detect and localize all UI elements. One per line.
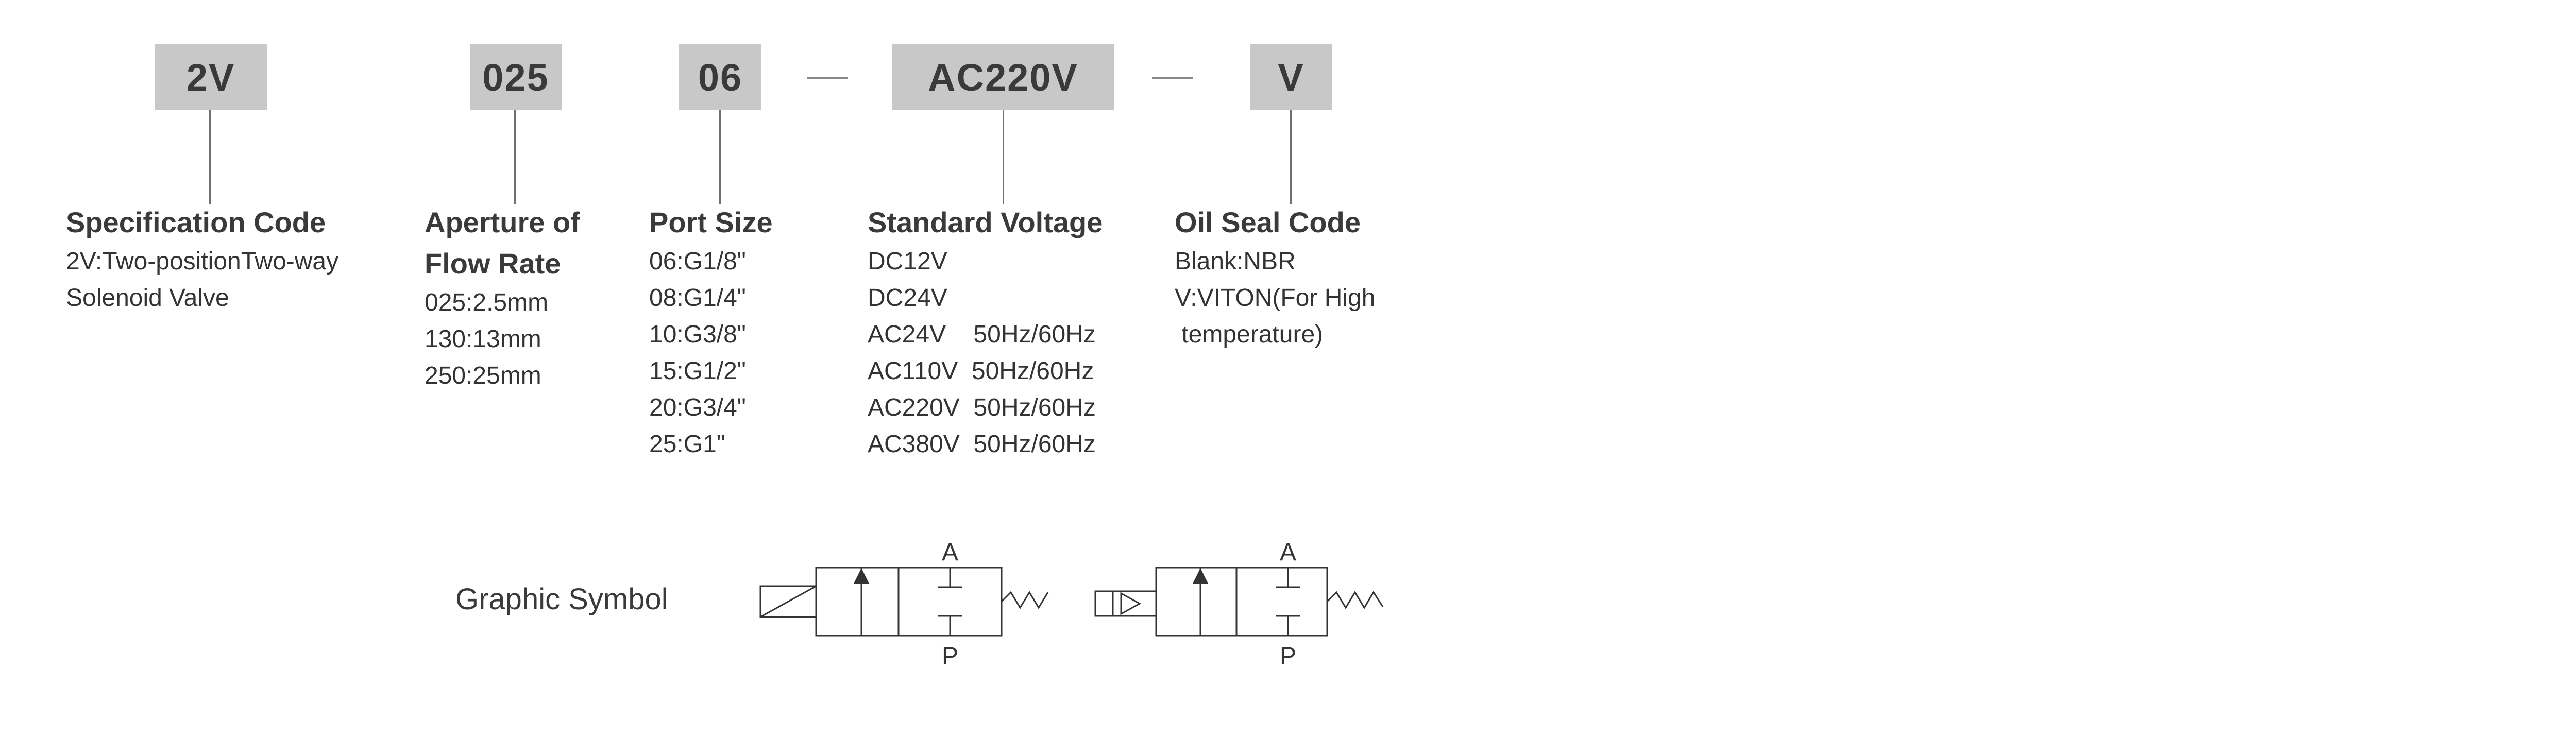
column-line: 2V:Two-positionTwo-way <box>66 248 339 275</box>
port-label-a: A <box>1280 539 1296 566</box>
port-label-p: P <box>1280 643 1296 670</box>
aperture-column: Aperture of Flow Rate 025:2.5mm 130:13mm… <box>425 202 580 394</box>
separator-dash <box>1152 77 1193 79</box>
code-label: 06 <box>698 56 743 99</box>
leader-line <box>719 110 721 204</box>
column-line: Solenoid Valve <box>66 284 229 312</box>
column-heading: Port Size <box>649 206 773 238</box>
code-box-voltage: AC220V <box>892 44 1114 110</box>
code-label: 2V <box>186 56 235 99</box>
column-heading: Oil Seal Code <box>1175 206 1361 238</box>
port-label-p: P <box>942 643 958 670</box>
leader-line <box>514 110 516 204</box>
column-heading: Aperture of <box>425 206 580 238</box>
valve-body <box>815 567 1003 637</box>
column-line: 250:25mm <box>425 362 541 389</box>
solenoid-pilot-actuator-icon <box>1094 590 1157 617</box>
separator-dash <box>807 77 848 79</box>
solenoid-actuator-icon <box>759 585 817 618</box>
column-line: DC24V <box>868 284 947 312</box>
column-line: AC110V 50Hz/60Hz <box>868 357 1094 385</box>
column-heading: Standard Voltage <box>868 206 1103 238</box>
voltage-column: Standard Voltage DC12V DC24V AC24V 50Hz/… <box>868 202 1103 462</box>
blocked-port-icon <box>938 568 962 636</box>
code-box-port: 06 <box>679 44 761 110</box>
column-line: AC220V 50Hz/60Hz <box>868 394 1096 421</box>
column-line: 06:G1/8" <box>649 248 746 275</box>
code-box-seal: V <box>1250 44 1332 110</box>
code-box-spec: 2V <box>155 44 267 110</box>
column-line: 025:2.5mm <box>425 289 549 316</box>
leader-line <box>209 110 211 204</box>
column-line: DC12V <box>868 248 947 275</box>
port-size-column: Port Size 06:G1/8" 08:G1/4" 10:G3/8" 15:… <box>649 202 773 462</box>
column-line: 130:13mm <box>425 325 541 353</box>
column-line: 20:G3/4" <box>649 394 746 421</box>
column-line: 15:G1/2" <box>649 357 746 385</box>
column-heading: Flow Rate <box>425 247 561 280</box>
spring-return-icon <box>1001 591 1049 609</box>
column-line: 25:G1" <box>649 431 725 458</box>
graphic-symbol-label: Graphic Symbol <box>455 582 668 616</box>
leader-line <box>1290 110 1292 204</box>
column-line: V:VITON(For High <box>1175 284 1376 312</box>
code-label: 025 <box>482 56 549 99</box>
leader-line <box>1003 110 1004 204</box>
column-line: Blank:NBR <box>1175 248 1296 275</box>
code-label: V <box>1278 56 1304 99</box>
spec-code-column: Specification Code 2V:Two-positionTwo-wa… <box>66 202 338 316</box>
code-box-aperture: 025 <box>470 44 562 110</box>
column-line: AC380V 50Hz/60Hz <box>868 431 1096 458</box>
column-line: temperature) <box>1175 321 1324 348</box>
column-line: AC24V 50Hz/60Hz <box>868 321 1096 348</box>
spring-return-icon <box>1326 591 1384 609</box>
blocked-port-icon <box>1276 568 1300 636</box>
valve-symbol-2 <box>1094 567 1384 637</box>
column-line: 10:G3/8" <box>649 321 746 348</box>
column-line: 08:G1/4" <box>649 284 746 312</box>
port-label-a: A <box>942 539 958 566</box>
oil-seal-column: Oil Seal Code Blank:NBR V:VITON(For High… <box>1175 202 1375 353</box>
column-heading: Specification Code <box>66 206 326 238</box>
code-label: AC220V <box>928 56 1078 99</box>
valve-body <box>1155 567 1328 637</box>
valve-symbol-1 <box>759 567 1049 637</box>
